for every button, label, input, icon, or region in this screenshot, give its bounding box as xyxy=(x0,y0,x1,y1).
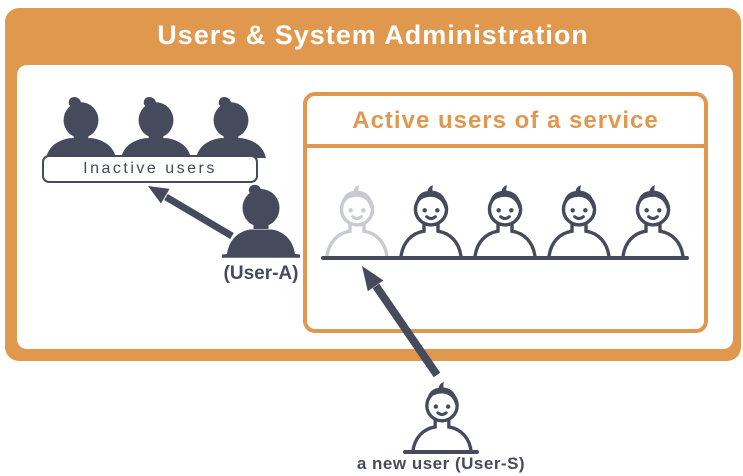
active-user-outline-icon xyxy=(470,184,540,258)
admin-title: Users & System Administration xyxy=(157,20,589,50)
active-users-baseline xyxy=(321,256,689,260)
new-user-outline-icon xyxy=(405,381,479,453)
joining-user-outline-icon xyxy=(322,184,392,258)
inactive-user-bust-icon xyxy=(117,94,195,158)
active-user-outline-icon xyxy=(396,184,466,258)
active-users-row xyxy=(322,184,688,258)
new-user-join-arrow-icon xyxy=(362,266,441,378)
new-user-label: a new user (User-S) xyxy=(356,454,526,473)
inactive-users-group xyxy=(42,94,267,158)
new-user-baseline xyxy=(403,450,479,454)
user-a-to-inactive-arrow-icon xyxy=(148,186,234,240)
user-a-label: (User-A) xyxy=(223,263,299,284)
active-user-outline-icon xyxy=(618,184,688,258)
inactive-user-bust-icon xyxy=(192,94,270,158)
active-user-outline-icon xyxy=(544,184,614,258)
active-users-title: Active users of a service xyxy=(307,96,704,148)
inactive-users-label: Inactive users xyxy=(42,155,258,183)
inactive-user-bust-icon xyxy=(42,94,120,158)
